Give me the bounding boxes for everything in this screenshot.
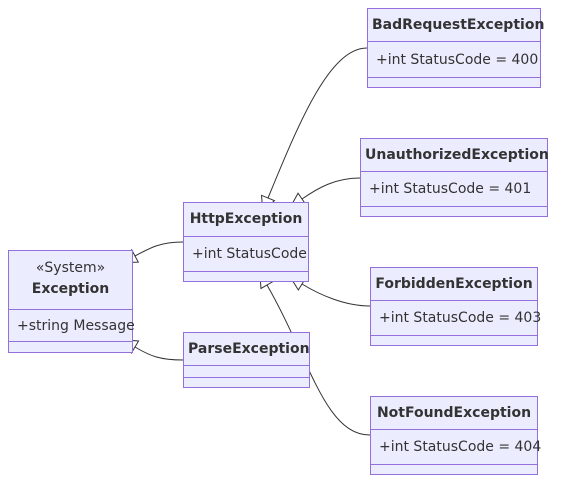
attribute: +int StatusCode = 401 [369,181,532,197]
class-exception[interactable]: «System» Exception +string Message [8,250,135,353]
class-unauthorized-exception[interactable]: UnauthorizedException +int StatusCode = … [360,138,549,217]
class-name: HttpException [189,211,303,227]
class-exception-header: «System» Exception [9,251,132,309]
class-parse-exception-header: ParseException [184,333,310,365]
class-http-exception[interactable]: HttpException +int StatusCode [183,202,309,282]
method-compartment [368,77,540,88]
attribute-compartment: +int StatusCode = 403 [371,300,541,335]
edge-notfound-to-http [259,271,371,436]
class-http-exception-header: HttpException [184,203,308,236]
edge-forbidden-to-http [289,276,371,307]
edge-unauthorized-to-http [289,177,361,208]
method-compartment [184,271,308,282]
class-name: ForbiddenException [375,276,533,292]
stereotype-label: «System» [35,260,106,276]
attribute: +int StatusCode [192,246,307,262]
edge-http-to-exception [121,241,184,264]
class-name: NotFoundException [376,405,532,421]
class-name: BadRequestException [372,17,545,33]
method-compartment [361,206,547,217]
class-forbidden-exception-header: ForbiddenException [371,268,537,300]
method-compartment [9,341,132,352]
class-forbidden-exception[interactable]: ForbiddenException +int StatusCode = 403 [370,267,541,346]
attribute-compartment: +int StatusCode [184,236,308,271]
attribute-compartment: +int StatusCode = 401 [361,171,547,206]
attribute-compartment: +string Message [9,309,135,341]
attribute: +string Message [17,317,135,334]
class-notfound-exception[interactable]: NotFoundException +int StatusCode = 404 [370,396,541,475]
class-parse-exception[interactable]: ParseException [183,332,310,388]
attribute: +int StatusCode = 400 [376,51,539,68]
edge-parse-to-exception [122,339,184,361]
attribute: +int StatusCode = 403 [379,310,542,326]
attribute-compartment: +int StatusCode = 404 [371,429,541,464]
attribute-compartment: +int StatusCode = 400 [368,41,540,77]
class-name: Exception [31,281,110,297]
attribute: +int StatusCode = 404 [379,439,542,455]
class-badrequest-exception-header: BadRequestException [368,9,544,41]
method-compartment [371,335,537,346]
attribute-compartment [184,365,309,377]
method-compartment [371,464,537,475]
class-name: UnauthorizedException [365,147,549,163]
edge-badrequest-to-http [260,47,368,212]
class-badrequest-exception[interactable]: BadRequestException +int StatusCode = 40… [367,8,544,88]
method-compartment [184,377,309,389]
class-unauthorized-exception-header: UnauthorizedException [361,139,549,171]
class-name: ParseException [188,341,310,357]
class-notfound-exception-header: NotFoundException [371,397,537,429]
